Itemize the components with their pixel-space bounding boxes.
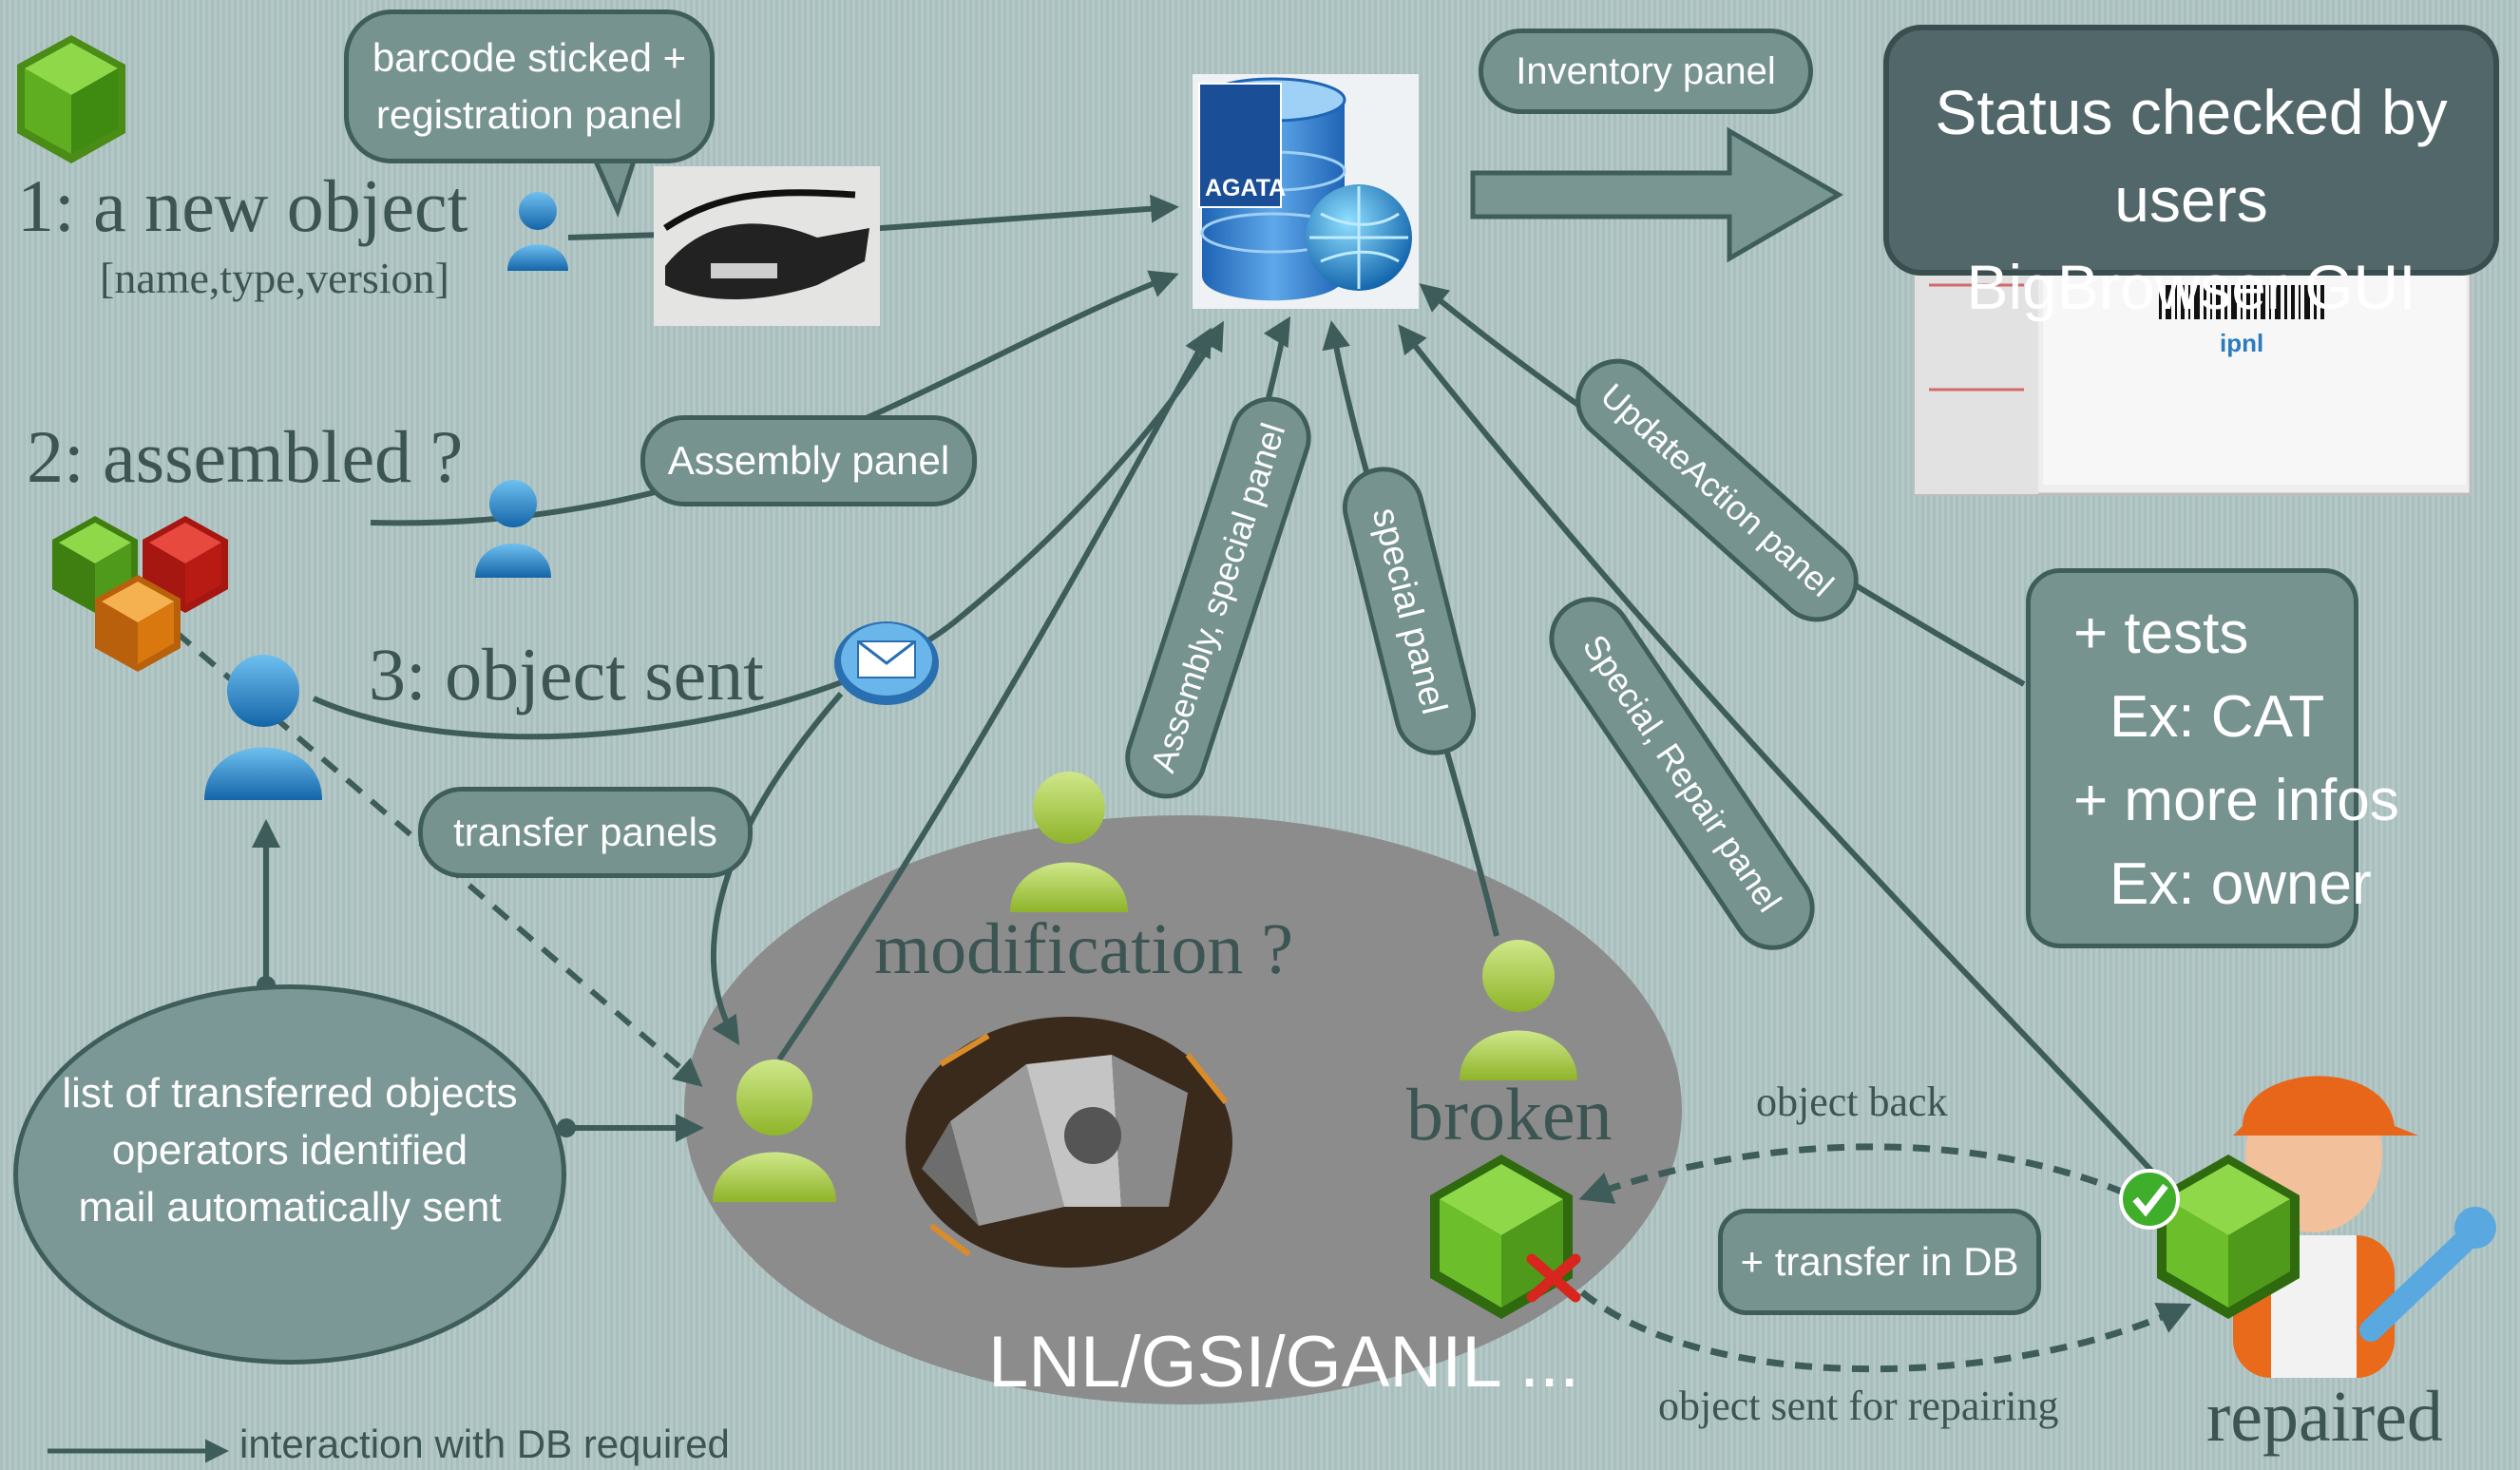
user-icon (475, 480, 551, 578)
list-line: list of transferred objects (62, 1070, 518, 1117)
tests-info-box: + tests Ex: CAT + more infos Ex: owner (2026, 568, 2399, 948)
info-line: Ex: owner (2110, 851, 2372, 917)
info-line: Ex: CAT (2110, 684, 2325, 750)
barcode-scanner-photo (654, 166, 880, 326)
repair-send-arrow (1579, 1289, 2192, 1373)
object-back-label: object back (1756, 1079, 1948, 1125)
sites-label: LNL/GSI/GANIL ... (988, 1322, 1580, 1403)
assembly-panel-label: Assembly panel (640, 415, 977, 506)
status-line: Status checked by users (1935, 77, 2448, 235)
status-checked-box: Status checked by users BigBrowser GUI (1883, 25, 2499, 322)
check-icon (2119, 1169, 2180, 1230)
object-sent-repair-label: object sent for repairing (1658, 1383, 2059, 1429)
database-icon (1193, 74, 1419, 309)
inventory-panel-label: Inventory panel (1479, 29, 1813, 114)
modification-label: modification ? (874, 909, 1294, 989)
ellipse-connector-dot (557, 1118, 576, 1137)
transfer-in-db-label: + transfer in DB (1718, 1209, 2041, 1315)
ipnl-logo: ipnl (2220, 329, 2264, 357)
repaired-label: repaired (2206, 1377, 2443, 1457)
barcode-graphic (2159, 285, 2324, 319)
user-icon (713, 1060, 836, 1202)
list-line: mail automatically sent (78, 1184, 502, 1231)
bubble-line: registration panel (375, 92, 683, 137)
step-1-heading: 1: a new object (17, 164, 468, 247)
repaired-cube-icon (2157, 1155, 2300, 1319)
assembled-cubes-icon (52, 516, 228, 672)
inventory-block-arrow (1470, 126, 1843, 263)
status-line: BigBrowser GUI (1966, 252, 2416, 322)
new-object-cube-icon (17, 35, 125, 163)
user-icon (204, 655, 322, 800)
info-line: + tests (2073, 601, 2249, 666)
transfer-list-ellipse: list of transferred objects operators id… (13, 984, 566, 1365)
mail-icon (834, 621, 939, 705)
info-line: + more infos (2073, 768, 2399, 833)
user-icon (1460, 940, 1577, 1080)
step-3-heading: 3: object sent (369, 633, 764, 716)
transfer-panels-label: transfer panels (418, 787, 753, 878)
bubble-line: barcode sticked + (372, 35, 687, 80)
legend-label: interaction with DB required (239, 1422, 730, 1466)
list-line: operators identified (111, 1127, 468, 1174)
user-icon (507, 192, 568, 271)
broken-x-icon (1526, 1253, 1581, 1303)
step-2-heading: 2: assembled ? (27, 415, 464, 498)
step-1-fields: [name,type,version] (100, 254, 449, 302)
agata-logo: AGATA (1205, 175, 1287, 201)
object-back-arrow (1578, 1143, 2126, 1204)
barcode-registration-bubble: barcode sticked + registration panel (344, 10, 715, 163)
broken-object-cube-icon (1430, 1155, 1573, 1319)
broken-label: broken (1406, 1073, 1613, 1155)
user-icon (1010, 772, 1128, 912)
detector-array-photo (906, 1017, 1232, 1268)
